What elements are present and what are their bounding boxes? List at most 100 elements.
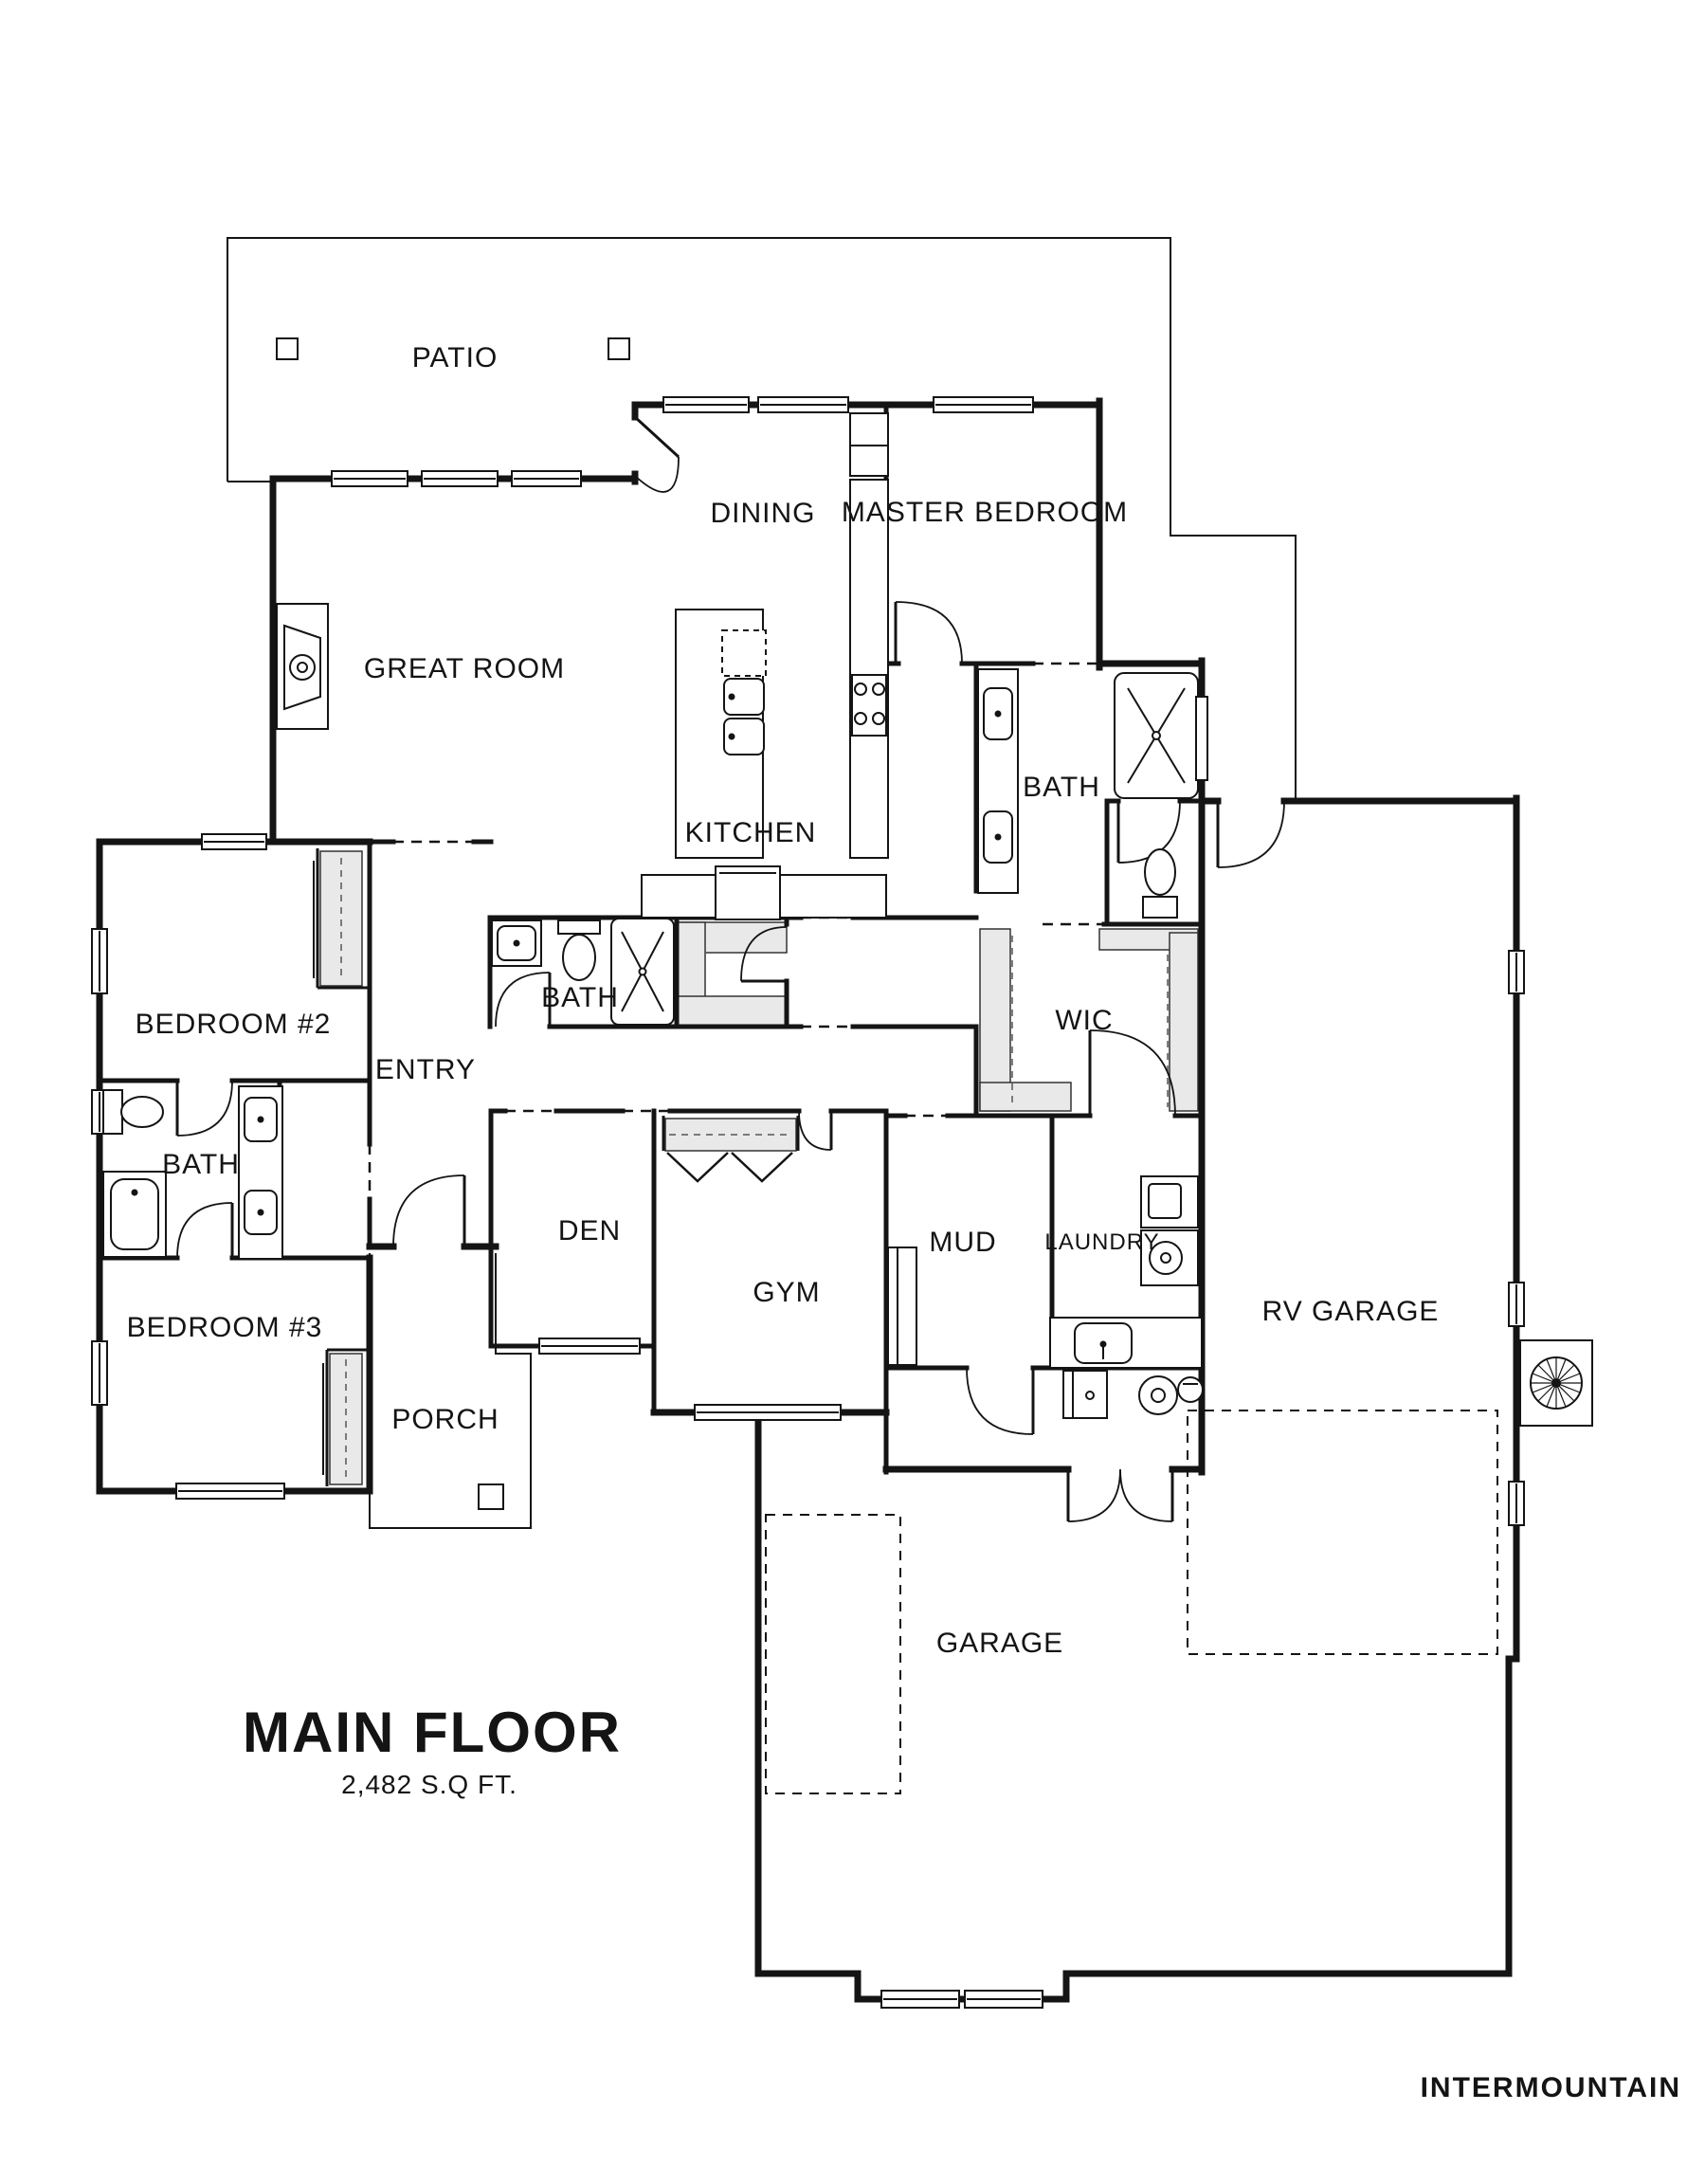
pantry-door — [740, 926, 788, 983]
washer-icon — [1140, 1175, 1199, 1228]
room-label-dining: DINING — [711, 498, 816, 529]
island-sink-icon — [723, 678, 765, 755]
window — [694, 1404, 842, 1421]
toilet-room-door — [1116, 800, 1181, 864]
room-label-kitchen: KITCHEN — [685, 817, 817, 848]
room-label-wic: WIC — [1055, 1005, 1113, 1036]
toilet-icon — [102, 1089, 164, 1135]
window — [1508, 1481, 1525, 1526]
shower-icon — [1114, 672, 1208, 799]
room-labels: PATIO DINING MASTER BEDROOM GREAT ROOM K… — [127, 342, 1440, 1659]
jack-jill-bath-door-south — [176, 1202, 234, 1259]
rv-garage-door — [1216, 800, 1285, 868]
cased-openings — [368, 662, 1104, 1199]
mud-door — [966, 1367, 1035, 1435]
toilet-icon — [557, 919, 601, 981]
mechanical-fixtures — [1062, 1370, 1204, 1419]
shower-icon — [610, 918, 675, 1026]
wic-door — [1088, 1029, 1176, 1117]
hall-bath-fixtures — [491, 918, 675, 1026]
porch-post — [478, 1483, 504, 1510]
windows — [91, 396, 1525, 2009]
hall-bath-door — [495, 972, 552, 1028]
room-label-rv-garage: RV GARAGE — [1262, 1296, 1440, 1327]
window — [511, 470, 582, 487]
room-label-jack-jill-bath: BATH — [162, 1149, 240, 1180]
room-label-master-bath: BATH — [1023, 772, 1100, 803]
gym-closet-door — [798, 1110, 833, 1151]
room-label-entry: ENTRY — [375, 1054, 476, 1085]
room-label-porch: PORCH — [391, 1404, 499, 1435]
toilet-icon — [1142, 848, 1178, 919]
front-door — [392, 1174, 466, 1247]
laundry-fixtures — [1049, 1175, 1203, 1369]
window — [757, 396, 849, 413]
jack-jill-bath-door-north — [175, 1080, 233, 1137]
plan-title: MAIN FLOOR — [243, 1701, 622, 1764]
window — [421, 470, 499, 487]
room-label-den: DEN — [558, 1215, 621, 1247]
water-heater-icon — [1138, 1375, 1178, 1415]
room-label-great-room: GREAT ROOM — [364, 653, 565, 684]
kitchen-island — [675, 609, 767, 859]
watermark: INTERMOUNTAIN — [1421, 2072, 1681, 2103]
window — [331, 470, 408, 487]
master-vanity — [977, 668, 1019, 894]
plan-area: 2,482 S.Q FT. — [341, 1770, 517, 1799]
window — [933, 396, 1034, 413]
patio-door — [633, 415, 680, 493]
closet-walls — [313, 848, 800, 1486]
wic-shelf-bottom — [979, 1082, 1072, 1112]
mud-bench — [887, 1247, 917, 1366]
window — [1508, 1282, 1525, 1327]
dishwasher-icon — [721, 629, 767, 677]
room-label-laundry: LAUNDRY — [1044, 1229, 1159, 1255]
slab-dashed-outlines — [765, 1410, 1498, 1794]
window — [662, 396, 750, 413]
window — [1508, 950, 1525, 994]
doors — [175, 415, 1285, 1522]
range-icon — [715, 865, 781, 920]
furnace-icon — [1062, 1370, 1108, 1419]
jack-jill-fixtures — [102, 1085, 283, 1260]
room-label-bedroom-2: BEDROOM #2 — [136, 1009, 332, 1040]
room-label-hall-bath: BATH — [541, 982, 619, 1013]
closet-dashed-lines — [340, 858, 1169, 1479]
porch-outline — [369, 1253, 532, 1529]
fan-icon — [1519, 1339, 1593, 1427]
kitchen-counter-south — [641, 865, 887, 920]
rv-bay-dashed — [1187, 1410, 1498, 1655]
patio-post — [608, 337, 630, 360]
room-label-mud: MUD — [929, 1227, 996, 1258]
room-label-garage: GARAGE — [936, 1628, 1063, 1659]
laundry-sink-icon — [1074, 1322, 1133, 1364]
window — [91, 928, 108, 994]
room-label-master-bedroom: MASTER BEDROOM — [842, 497, 1128, 528]
window — [175, 1483, 285, 1500]
window — [91, 1340, 108, 1406]
fireplace-icon — [276, 603, 329, 730]
garage-double-door — [1066, 1468, 1174, 1522]
bathtub-icon — [102, 1171, 167, 1258]
garage-door — [964, 1990, 1043, 2009]
title-block: MAIN FLOOR 2,482 S.Q FT. — [243, 1701, 622, 1799]
window — [538, 1338, 641, 1355]
fixtures — [102, 412, 1593, 1427]
exterior-walls — [96, 397, 1520, 2003]
pantry-shelf-bottom — [676, 995, 788, 1028]
garage-door — [880, 1990, 960, 2009]
wic-shelf-right — [1169, 932, 1199, 1112]
cooktop-icon — [851, 674, 887, 737]
kitchen-counter-east — [849, 412, 889, 859]
master-bedroom-door — [894, 601, 963, 664]
room-label-patio: PATIO — [412, 342, 499, 373]
dryer-icon — [1140, 1229, 1199, 1286]
water-softener-icon — [1177, 1376, 1204, 1403]
patio-outline — [227, 237, 1297, 801]
room-label-gym: GYM — [753, 1277, 820, 1308]
garage-bay-dashed — [765, 1514, 901, 1794]
window — [201, 833, 267, 850]
patio-post — [276, 337, 299, 360]
